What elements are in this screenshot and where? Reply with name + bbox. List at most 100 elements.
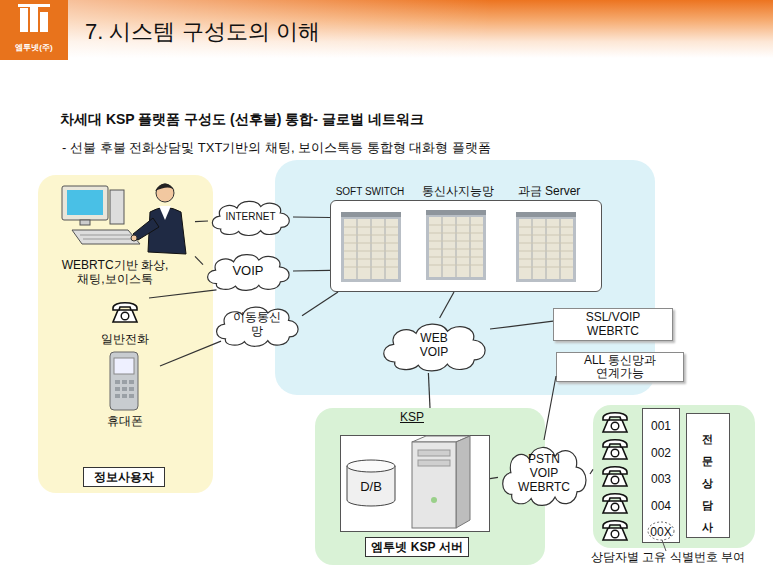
telephone-icon xyxy=(603,494,627,513)
network-cloud: PSTN VOIP WEBRTC xyxy=(498,440,590,508)
phone-screen xyxy=(114,358,134,374)
logo-bar xyxy=(40,12,48,32)
user-terminal: WEBRTC기반 화상,채팅,보이스톡 xyxy=(55,178,195,290)
node-text: 00X xyxy=(643,525,679,539)
person-head xyxy=(156,184,174,202)
node-text: KSP xyxy=(395,410,429,424)
node-text: WEB VOIP xyxy=(412,332,457,360)
node-text: 전문상담사 xyxy=(702,426,713,536)
server-rack xyxy=(516,212,576,282)
counselor-box: 전문상담사 xyxy=(686,413,730,538)
node-text: 이동통신 망 xyxy=(230,311,285,339)
computer-user xyxy=(62,184,186,255)
tower-bay xyxy=(418,460,450,466)
phone-keypad xyxy=(115,380,134,398)
connector xyxy=(490,321,553,329)
node-text: 일반전화 xyxy=(95,332,155,346)
cloud-shape xyxy=(384,324,485,371)
node-text: INTERNET xyxy=(216,211,286,223)
node-text: 엠투넷 KSP 서버 xyxy=(365,537,469,557)
monitor-stand xyxy=(80,220,90,225)
cloud-shape xyxy=(217,307,298,346)
phone-body xyxy=(110,352,138,410)
node-text: 002 xyxy=(643,446,679,460)
server: 통신사지능망 xyxy=(418,184,498,292)
cloud-shape xyxy=(212,201,289,235)
server-rack xyxy=(341,212,401,282)
connector xyxy=(490,477,498,478)
logo-text: 엠투넷(주) xyxy=(0,42,68,53)
node-text: SSL/VOIP WEBRTC xyxy=(577,311,649,337)
mobile-phone xyxy=(110,352,138,410)
person-hand xyxy=(131,235,137,241)
bullet-note: - 선불 후불 전화상담및 TXT기반의 채팅, 보이스톡등 통합형 대화형 플… xyxy=(62,139,491,157)
tower-front xyxy=(412,442,456,528)
cylinder-top xyxy=(347,460,395,472)
node-text: SOFT SWITCH xyxy=(330,186,410,198)
node-text: 001 xyxy=(643,419,679,433)
person-hair xyxy=(155,184,175,192)
connector xyxy=(440,292,454,318)
subtitle: 차세대 KSP 플랫폼 구성도 (선후불) 통합- 글로벌 네트워크 xyxy=(60,111,424,129)
callout-box: ALL 통신망과 연계가능 xyxy=(556,352,684,382)
mobile-phone: 휴대폰 xyxy=(90,350,160,430)
server-frame xyxy=(330,200,602,292)
person-arm xyxy=(133,218,159,240)
node-text: 004 xyxy=(643,499,679,513)
telephone-icon xyxy=(603,521,627,540)
tower-top xyxy=(412,436,470,442)
network-cloud: VOIP xyxy=(203,250,293,292)
telephone-icon xyxy=(603,467,627,486)
connector xyxy=(195,220,208,222)
logo-bar xyxy=(18,4,50,7)
connector xyxy=(293,216,330,218)
node-text: WEBRTC기반 화상,채팅,보이스톡 xyxy=(55,258,175,287)
highlight-circle xyxy=(648,522,674,540)
telephone-icon xyxy=(113,303,137,322)
connector xyxy=(160,341,221,366)
node-text: ALL 통신망과 연계가능 xyxy=(573,354,668,380)
cloud-shape xyxy=(208,255,289,291)
server: 과금 Server xyxy=(508,184,590,292)
user-region: 정보사용자 WEBRTC기반 화상,채팅,보이스톡일반전화휴대폰 xyxy=(38,175,213,493)
server-box: 엠투넷 KSP 서버D/B xyxy=(340,435,490,532)
connector xyxy=(544,376,556,440)
monitor xyxy=(62,186,108,220)
telephone-icon xyxy=(603,413,627,432)
monitor-screen xyxy=(67,190,103,215)
network-cloud: 이동통신 망 xyxy=(212,302,302,348)
person-collar xyxy=(159,206,171,220)
connector xyxy=(428,373,430,408)
node-text: 과금 Server xyxy=(508,184,590,198)
connector xyxy=(302,292,338,316)
node-text: 통신사지능망 xyxy=(418,184,498,198)
node-text: 003 xyxy=(643,472,679,486)
leader-line xyxy=(662,540,666,551)
connector xyxy=(590,469,593,474)
connector xyxy=(149,290,217,298)
node-text: VOIP xyxy=(213,263,283,279)
logo-bar xyxy=(20,8,28,32)
person-body xyxy=(148,208,186,255)
node-text: 상담자별 고유 식별번호 부여 xyxy=(578,550,758,564)
server: SOFT SWITCH xyxy=(330,184,410,292)
server-tower xyxy=(412,436,470,528)
server-rack xyxy=(426,210,486,280)
node-text: 휴대폰 xyxy=(90,414,160,428)
node-text: 정보사용자 xyxy=(83,467,165,487)
counselor-region: 상담자별 고유 식별번호 부여00100200300400X전문상담사 xyxy=(593,405,755,548)
logo-bar xyxy=(30,4,38,32)
node-text: PSTN VOIP WEBRTC xyxy=(515,453,573,494)
cloud-shape xyxy=(503,447,586,505)
database: D/B xyxy=(345,458,397,508)
tower-side xyxy=(456,436,470,528)
slide-title: 7. 시스템 구성도의 이해 xyxy=(85,17,320,47)
logo-mark xyxy=(0,0,68,40)
telephone: 일반전화 xyxy=(95,298,155,348)
telephone-icon xyxy=(603,440,627,459)
tower-light xyxy=(431,497,437,503)
keyboard-row xyxy=(80,235,131,236)
id-number-box: 001 002 003 004 00X xyxy=(642,408,680,543)
network-cloud: WEB VOIP xyxy=(378,318,490,373)
keyboard xyxy=(72,230,140,244)
